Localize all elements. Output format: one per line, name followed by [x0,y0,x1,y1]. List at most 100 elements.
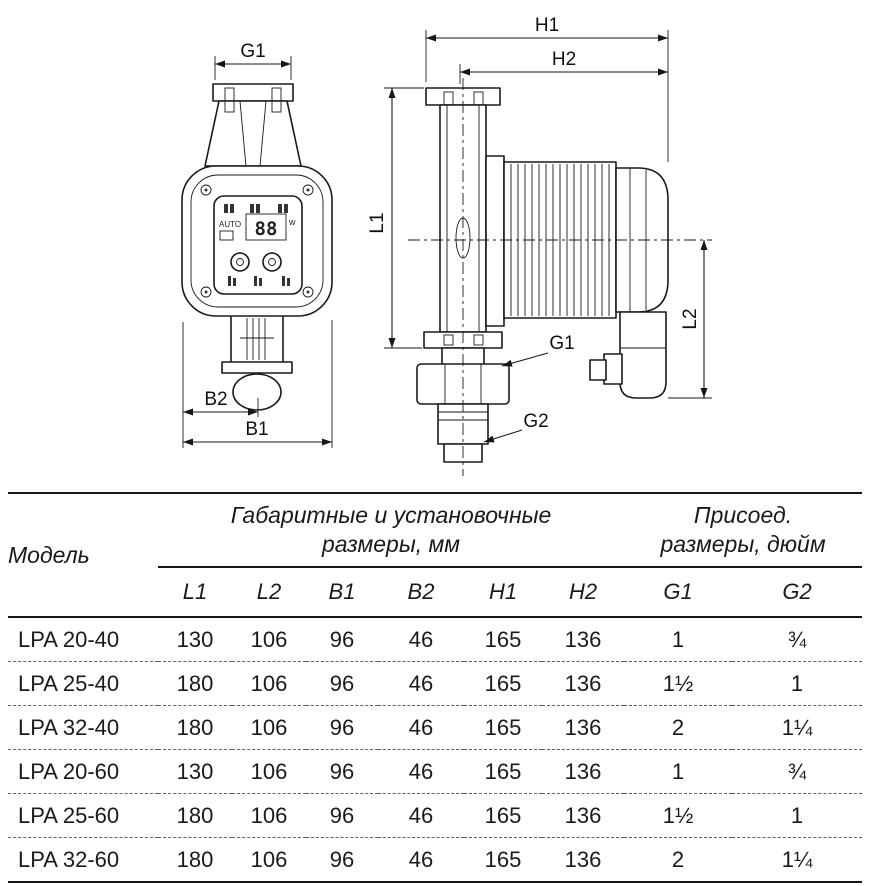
value-cell: 136 [542,617,625,662]
table-row: LPA 20-60 130 106 96 46 165 136 1 ¾ [8,749,863,794]
dimension-h1: H1 [425,15,669,162]
led-indicators-icon [224,204,288,213]
value-cell: 1 [624,617,733,662]
value-cell: 136 [542,749,625,794]
value-cell: ¾ [732,617,863,662]
col-header-b1: B1 [306,567,378,618]
dim-label-b1: B1 [245,419,268,440]
dimension-b2: B2 [182,322,259,448]
column-header-row: L1 L2 B1 B2 H1 H2 G1 G2 [8,567,863,618]
value-cell: 46 [378,617,464,662]
value-cell: 1 [624,749,733,794]
value-cell: 2 [624,837,733,883]
value-cell: 1¼ [732,705,863,750]
value-cell: 1½ [624,793,733,838]
col-header-h1: H1 [464,567,542,618]
value-cell: 130 [158,617,232,662]
model-column-header: Модель [8,493,158,618]
dim-label-h1: H1 [535,15,559,36]
value-cell: 1 [732,661,863,706]
value-cell: 180 [158,793,232,838]
value-cell: 165 [464,793,542,838]
watt-unit-label: w [288,217,296,227]
col-header-l1: L1 [158,567,232,618]
dimensions-table-wrapper: Модель Габаритные и установочные размеры… [8,492,863,883]
col-header-b2: B2 [378,567,464,618]
dimension-h2: H2 [459,49,668,84]
value-cell: 180 [158,705,232,750]
value-cell: 1 [732,793,863,838]
group-header-inch: Присоед. размеры, дюйм [624,493,863,568]
value-cell: 130 [158,749,232,794]
value-cell: 96 [306,793,378,838]
group-header-inch-line1: Присоед. [693,502,793,529]
value-cell: 106 [232,705,306,750]
auto-mode-label: AUTO [219,220,241,229]
dimension-l1: L1 [367,87,424,349]
value-cell: 46 [378,705,464,750]
model-cell: LPA 25-60 [8,793,158,838]
dimension-l2: L2 [668,240,712,399]
value-cell: 180 [158,837,232,883]
value-cell: 1¼ [732,837,863,883]
value-cell: 106 [232,749,306,794]
suction-port [232,373,282,411]
table-row: LPA 20-40 130 106 96 46 165 136 1 ¾ [8,617,863,662]
value-cell: 165 [464,837,542,883]
dim-label-b2: B2 [204,389,227,410]
dim-label-g1-front: G1 [240,41,265,62]
dim-label-l2: L2 [680,308,701,329]
terminal-box [589,311,667,399]
technical-drawing: G1 [181,15,712,476]
value-cell: ¾ [732,749,863,794]
value-cell: 136 [542,705,625,750]
value-cell: 165 [464,617,542,662]
group-header-row: Модель Габаритные и установочные размеры… [8,493,863,618]
group-header-inch-line2: размеры, дюйм [660,531,826,557]
side-view: H1 H2 [367,15,712,476]
value-cell: 96 [306,749,378,794]
value-cell: 165 [464,661,542,706]
model-cell: LPA 20-40 [8,617,158,662]
value-cell: 96 [306,661,378,706]
model-cell: LPA 32-60 [8,837,158,883]
front-view: G1 [181,41,333,448]
leader-g2: G2 [483,411,549,443]
speed-icons [228,276,290,286]
mode-button [230,252,250,272]
motor-side [485,155,669,327]
group-header-mm-line1: Габаритные и установочные [230,502,552,529]
group-header-mm-line2: размеры, мм [321,531,461,557]
value-cell: 106 [232,617,306,662]
dimension-b1: B1 [183,320,333,448]
value-cell: 1½ [624,661,733,706]
value-cell: 46 [378,837,464,883]
value-cell: 96 [306,705,378,750]
col-header-g2: G2 [732,567,863,618]
model-cell: LPA 20-60 [8,749,158,794]
dim-label-h2: H2 [552,49,576,70]
value-cell: 46 [378,793,464,838]
value-cell: 165 [464,749,542,794]
power-display: 88 [255,218,278,240]
table-row: LPA 32-60 180 106 96 46 165 136 2 1¼ [8,837,863,883]
value-cell: 2 [624,705,733,750]
dim-label-l1: L1 [367,212,388,233]
model-cell: LPA 25-40 [8,661,158,706]
value-cell: 106 [232,661,306,706]
select-button [262,252,282,272]
table-row: LPA 32-40 180 106 96 46 165 136 2 1¼ [8,705,863,750]
dim-label-g1-side: G1 [549,333,574,354]
control-panel: AUTO 88 w [213,195,303,295]
panel-buttons [230,252,282,272]
value-cell: 46 [378,749,464,794]
value-cell: 136 [542,793,625,838]
group-header-mm: Габаритные и установочные размеры, мм [158,493,625,568]
dim-label-g2: G2 [523,411,548,432]
value-cell: 96 [306,837,378,883]
table-row: LPA 25-60 180 106 96 46 165 136 1½ 1 [8,793,863,838]
col-header-h2: H2 [542,567,625,618]
dimension-g1-front: G1 [214,41,292,80]
auto-mode-icon [219,230,234,241]
